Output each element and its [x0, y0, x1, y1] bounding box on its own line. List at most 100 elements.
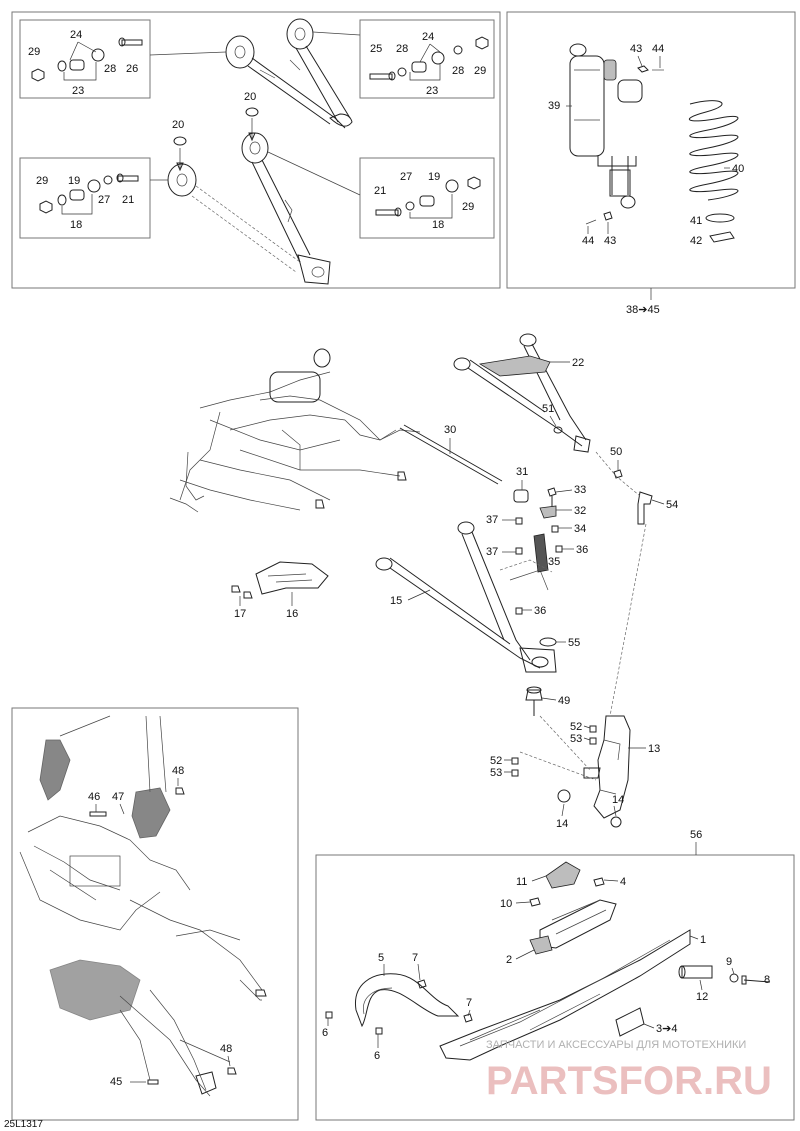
label-33: 33: [574, 484, 586, 496]
ski-drawing: [439, 861, 771, 1061]
label-49: 49: [558, 695, 570, 707]
label-21: 21: [122, 194, 134, 206]
label-19: 19: [68, 175, 80, 187]
label-27: 27: [400, 171, 412, 183]
bushing-set-lr: [375, 176, 481, 217]
label-40: 40: [732, 163, 744, 175]
assembly-line-2: [609, 523, 647, 717]
label-45: 45: [110, 1076, 122, 1088]
label-42: 42: [690, 235, 702, 247]
label-11: 11: [516, 876, 527, 888]
upper-a-arm-drawing: [225, 18, 353, 129]
bushing-box-lower-left: [19, 157, 151, 239]
label-9: 9: [726, 956, 732, 968]
label-48: 48: [172, 765, 184, 777]
label-53: 53: [490, 767, 502, 779]
label-6: 6: [374, 1050, 380, 1062]
frame-panel: [11, 707, 299, 1121]
label-23: 23: [426, 85, 438, 97]
label-17: 17: [234, 608, 246, 620]
label-28: 28: [396, 43, 408, 55]
leader-box-lr: [267, 151, 361, 196]
label-30: 30: [444, 424, 456, 436]
label-25: 25: [370, 43, 382, 55]
upper-arm-22-drawing: [453, 333, 591, 453]
bushing-box-lower-right: [359, 157, 495, 239]
label-44: 44: [582, 235, 594, 247]
label-10: 10: [500, 898, 512, 910]
figure-code: 25L1317: [4, 1119, 43, 1130]
ski-group-number: 56: [690, 829, 702, 841]
label-18: 18: [432, 219, 444, 231]
label-29: 29: [474, 65, 486, 77]
label-51: 51: [542, 403, 554, 415]
label-8: 8: [764, 974, 770, 986]
label-31: 31: [516, 466, 528, 478]
label-37: 37: [486, 546, 498, 558]
frame-drawing: [19, 715, 267, 1097]
watermark-logo: PARTSFOR.RU: [486, 1059, 772, 1103]
bushing-box-upper-left: [19, 19, 151, 99]
label-29: 29: [462, 201, 474, 213]
label-55: 55: [568, 637, 580, 649]
labels-main-assembly: 22 51 30 50 31 33 54 32 37 34 37 36 35 1…: [234, 357, 678, 830]
spindle-13-drawing: [511, 715, 631, 828]
label-36: 36: [534, 605, 546, 617]
leader-box-ul: [149, 51, 227, 56]
upper-a-arm-panel: [11, 11, 501, 289]
label-46: 46: [88, 791, 100, 803]
assembly-line-3: [539, 715, 591, 771]
label-28: 28: [452, 65, 464, 77]
label-20: 20: [172, 119, 184, 131]
label-26: 26: [126, 63, 138, 75]
label-7: 7: [412, 952, 418, 964]
bushing-set-ll: [39, 173, 139, 214]
lower-a-arm-drawing: [167, 132, 331, 285]
label-23: 23: [72, 85, 84, 97]
bracket-16-drawing: [231, 561, 329, 599]
steering-parts: [513, 469, 653, 716]
label-19: 19: [428, 171, 440, 183]
washer-20-arrows: [173, 107, 259, 172]
shock-panel: [506, 11, 796, 289]
ski-panel: [315, 854, 795, 1121]
ski-sub-range: 3➔4: [656, 1023, 677, 1035]
label-41: 41: [690, 215, 702, 227]
watermark: ЗАПЧАСТИ И АКСЕССУАРЫ ДЛЯ МОТОТЕХНИКИ PA…: [486, 1039, 772, 1103]
label-4: 4: [620, 876, 626, 888]
label-14: 14: [556, 818, 568, 830]
label-52: 52: [490, 755, 502, 767]
label-44: 44: [652, 43, 664, 55]
label-37: 37: [486, 514, 498, 526]
bushing-box-upper-right: [359, 19, 495, 99]
label-16: 16: [286, 608, 298, 620]
label-6: 6: [322, 1027, 328, 1039]
label-14: 14: [612, 794, 624, 806]
label-50: 50: [610, 446, 622, 458]
label-12: 12: [696, 991, 708, 1003]
shock-hardware: [585, 65, 664, 225]
label-39: 39: [548, 100, 560, 112]
spring-drawing: [689, 100, 739, 243]
label-24: 24: [70, 29, 82, 41]
label-36: 36: [576, 544, 588, 556]
labels-frame-panel: 48 46 47 48 45: [88, 765, 232, 1088]
label-7: 7: [466, 997, 472, 1009]
label-18: 18: [70, 219, 82, 231]
tie-rod-drawing: [399, 424, 503, 485]
lower-arm-15-drawing: [375, 521, 557, 673]
label-54: 54: [666, 499, 678, 511]
label-35: 35: [548, 556, 560, 568]
label-52: 52: [570, 721, 582, 733]
bushing-set-ur: [369, 36, 489, 81]
label-43: 43: [604, 235, 616, 247]
shock-absorber-drawing: [569, 43, 643, 209]
label-1: 1: [700, 934, 706, 946]
label-24: 24: [422, 31, 434, 43]
labels-ski-panel: 56 11 4 10 1 2 5 7 9 8 12 7 6 6 3➔4: [322, 829, 770, 1062]
front-suspension-overview: [169, 348, 421, 513]
assembly-line-1: [595, 451, 641, 497]
assembly-line-5: [499, 559, 553, 573]
